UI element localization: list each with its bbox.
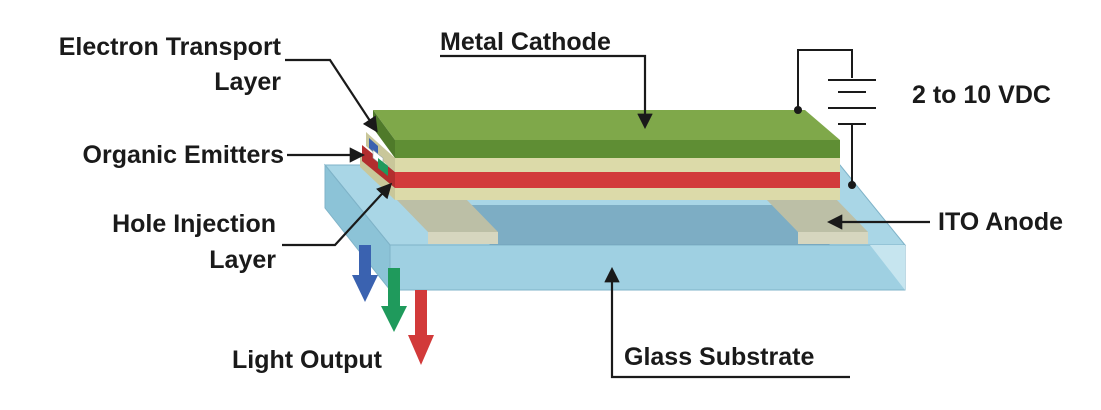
- leader-hole-injection: [282, 182, 393, 247]
- label-organic-emitters: Organic Emitters: [83, 141, 284, 169]
- label-hole-injection-2: Layer: [209, 246, 276, 274]
- emitter-dot-blue: [369, 138, 378, 156]
- glass-center-area: [460, 205, 830, 245]
- anode-terminal: [848, 181, 856, 189]
- label-ito-anode: ITO Anode: [938, 208, 1063, 236]
- ito-anode-left-top: [395, 198, 498, 232]
- power-source: [797, 49, 876, 185]
- glass-right-highlight: [870, 245, 905, 290]
- electron-transport-layer: [395, 158, 840, 172]
- label-light-output: Light Output: [232, 346, 383, 374]
- glass-front-face: [389, 244, 906, 291]
- label-electron-transport-1: Electron Transport: [59, 33, 282, 61]
- label-metal-cathode: Metal Cathode: [440, 28, 611, 56]
- organic-emitter-layer: [395, 172, 840, 188]
- cathode-terminal: [794, 106, 802, 114]
- label-hole-injection-1: Hole Injection: [112, 210, 276, 238]
- ito-anode-left-front: [428, 232, 498, 244]
- light-arrow-red: [408, 290, 434, 365]
- ito-anode-right-front: [798, 232, 868, 244]
- layer-stack: [360, 110, 840, 200]
- leader-metal-cathode: [440, 54, 653, 130]
- metal-cathode-front: [395, 140, 840, 158]
- wire-to-cathode: [797, 49, 853, 110]
- metal-cathode-side: [373, 110, 395, 158]
- leader-electron-transport: [285, 58, 378, 133]
- emitter-dot-green: [378, 158, 388, 176]
- light-output-arrows: [352, 245, 434, 365]
- hole-injection-layer: [395, 188, 840, 200]
- leader-lines: [282, 54, 930, 379]
- label-voltage: 2 to 10 VDC: [912, 81, 1051, 109]
- metal-cathode-top: [373, 110, 840, 140]
- label-glass-substrate: Glass Substrate: [624, 343, 814, 371]
- label-electron-transport-2: Layer: [214, 68, 281, 96]
- light-arrow-green: [381, 268, 407, 332]
- leader-glass-substrate: [604, 266, 850, 379]
- light-arrow-blue: [352, 245, 378, 302]
